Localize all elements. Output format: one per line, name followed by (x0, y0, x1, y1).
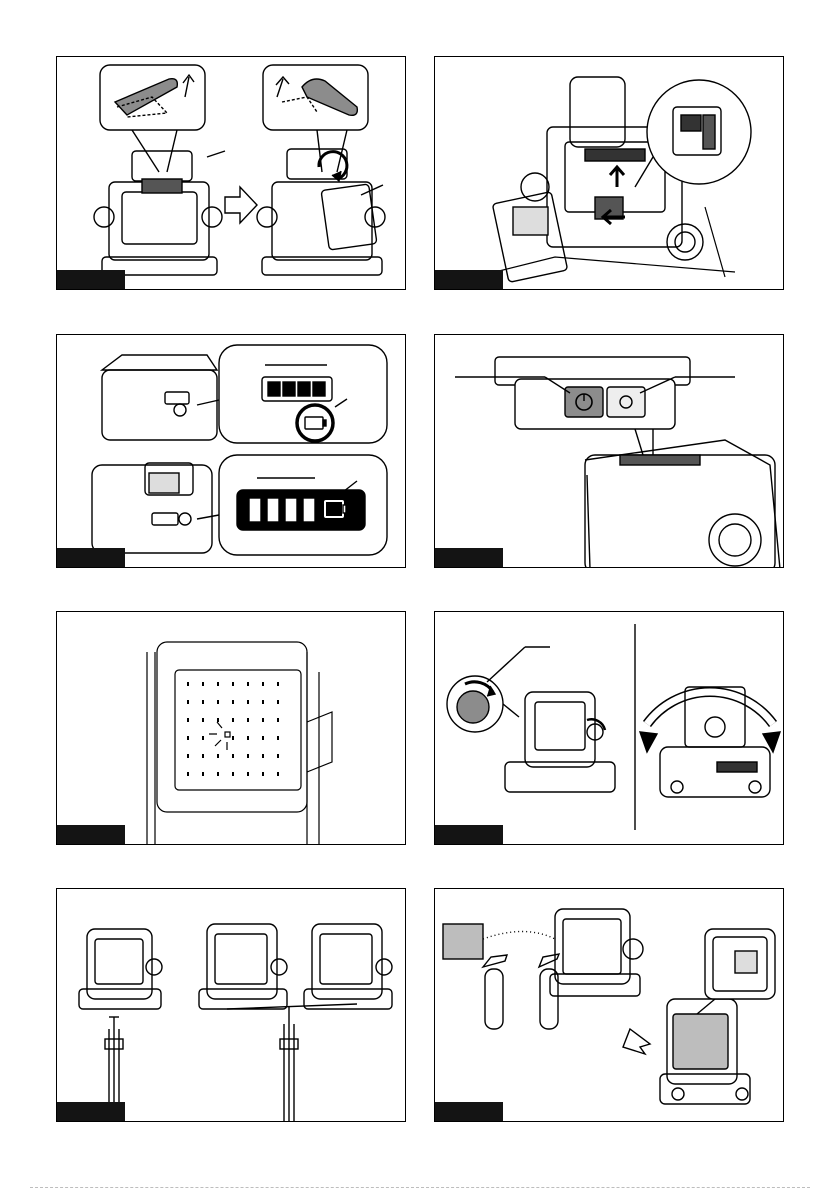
tripod-mount-icon (57, 889, 406, 1122)
figure-1-battery-install (56, 56, 406, 290)
led-panel-icon (57, 612, 406, 845)
figure-2-battery-slot (434, 56, 784, 290)
figure-label-tab (435, 825, 503, 844)
figure-6-angle-adjust (434, 611, 784, 845)
figure-5-led-panel (56, 611, 406, 845)
angle-adjust-icon (435, 612, 784, 845)
battery-slot-icon (435, 57, 784, 290)
figure-3-battery-indicator (56, 334, 406, 568)
battery-install-icon (57, 57, 406, 290)
figure-4-switch-panel (434, 334, 784, 568)
figure-7-tripod-mount (56, 888, 406, 1122)
figure-label-tab (435, 1102, 503, 1121)
figure-label-tab (57, 825, 125, 844)
page-bottom-rule (30, 1187, 810, 1188)
switch-panel-icon (435, 335, 784, 568)
figure-label-tab (57, 548, 125, 567)
figure-8-cleaning (434, 888, 784, 1122)
figure-label-tab (57, 270, 125, 289)
figure-label-tab (57, 1102, 125, 1121)
cleaning-icon (435, 889, 784, 1122)
figure-label-tab (435, 270, 503, 289)
figure-label-tab (435, 548, 503, 567)
battery-indicator-icon (57, 335, 406, 568)
